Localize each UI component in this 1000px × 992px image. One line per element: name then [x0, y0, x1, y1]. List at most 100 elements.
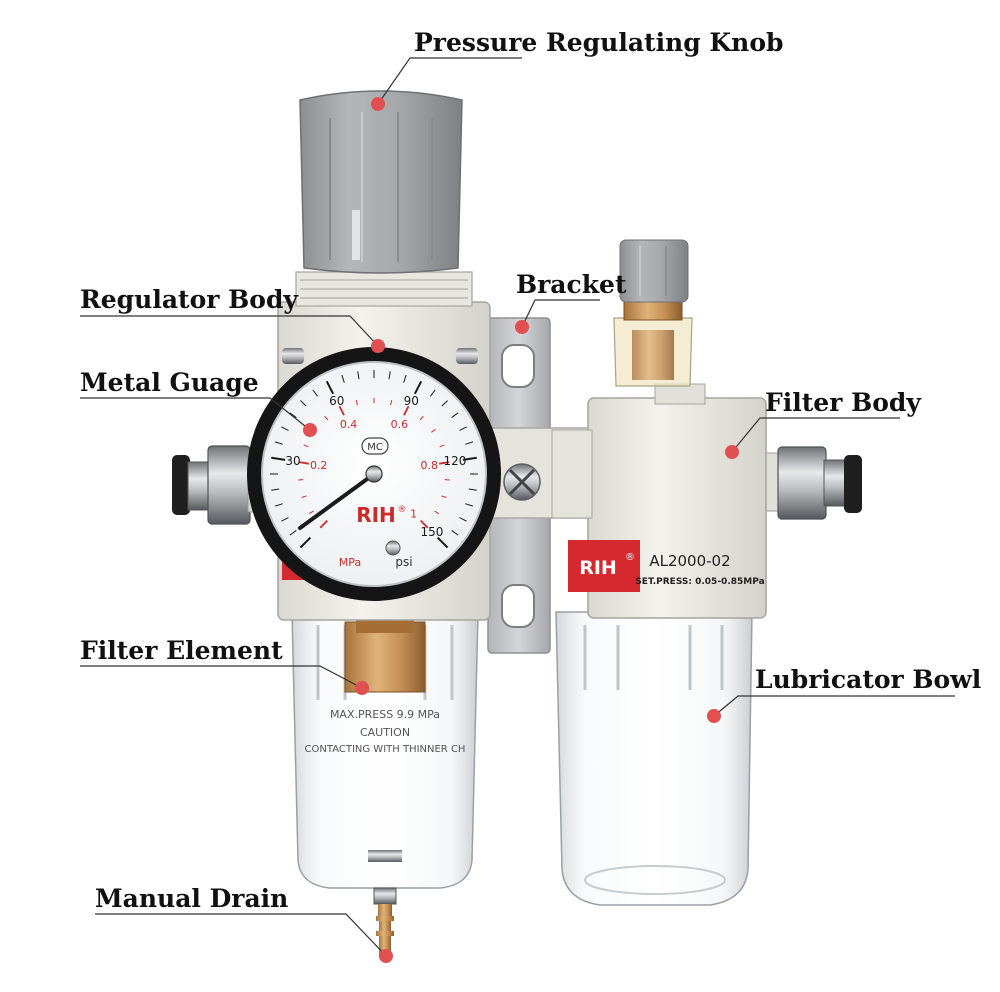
gauge-tick [430, 389, 436, 397]
leader-pressure-knob [377, 57, 522, 105]
gauge-mpa-tick [441, 495, 447, 498]
gauge-tick [289, 412, 297, 418]
gauge-tick [451, 412, 459, 418]
gauge-mpa-tick [324, 415, 329, 421]
gauge-mpa-tick [403, 405, 410, 416]
gauge-needle [298, 472, 376, 530]
gauge-mpa-label: 0.8 [421, 459, 439, 472]
lubricator-model: AL2000-02 [649, 552, 730, 570]
callout-regulator-body: Regulator Body [80, 285, 298, 314]
gauge-tick [281, 426, 289, 431]
gauge-tick [441, 400, 448, 407]
gauge-psi-label: 90 [404, 394, 419, 408]
bowl-text-1: MAX.PRESS 9.9 MPa [330, 708, 440, 721]
gauge-psi-labels: 30 60 90 120 150 [285, 394, 466, 539]
lubricator-bowl [555, 611, 753, 906]
bowl-text-3: CONTACTING WITH THINNER CH [305, 744, 466, 755]
gauge-mpa-tick [439, 444, 445, 448]
gauge-mpa-label: 0.4 [340, 418, 358, 431]
right-push-fitting [761, 446, 862, 520]
gauge-psi-label: 60 [329, 394, 344, 408]
gauge-tick [403, 374, 407, 383]
gauge-tick [468, 488, 477, 491]
leader-manual-drain [95, 913, 387, 957]
gauge-brand-mark: ® [398, 505, 407, 515]
gauge-tick [271, 488, 280, 491]
gauge-tick [312, 389, 318, 397]
marker-dots [303, 97, 739, 963]
marker-bracket [515, 320, 529, 334]
lubricator-brand-mark: ® [625, 552, 635, 563]
lubricator-brand: RIH [579, 557, 617, 579]
marker-lubricator-bowl [707, 709, 721, 723]
gauge-tick [325, 380, 335, 395]
marker-regulator-body [371, 339, 385, 353]
gauge-tick [465, 441, 474, 445]
marker-manual-drain [379, 949, 393, 963]
gauge-mpa-tick [420, 520, 429, 529]
callout-filter-element: Filter Element [80, 636, 283, 665]
gauge-mpa-tick [338, 405, 345, 416]
gauge-psi-label: 120 [444, 454, 467, 468]
leader-regulator-body [80, 315, 379, 347]
marker-pressure-knob [371, 97, 385, 111]
gauge-mpa-tick [301, 495, 307, 498]
marker-filter-element [355, 681, 369, 695]
gauge-tick [465, 503, 474, 507]
gauge-tick [462, 456, 477, 461]
lubricator-set-press: SET.PRESS: 0.05-0.85MPa [635, 577, 764, 587]
gauge-mpa-tick [439, 461, 450, 465]
oil-sight-dome [613, 239, 706, 405]
gauge-tick [341, 374, 345, 383]
gauge-tick [274, 441, 283, 445]
leader-bracket [521, 299, 600, 328]
gauge-tick [451, 530, 459, 536]
gauge-tick [413, 380, 423, 395]
leader-lines [80, 57, 955, 957]
gauge-tick [357, 371, 360, 380]
gauge-brand: RIH [356, 503, 396, 527]
gauge-mpa-tick [434, 510, 440, 515]
gauge-tick [299, 536, 312, 549]
pressure-knob [299, 90, 463, 274]
callout-bracket: Bracket [516, 270, 627, 299]
gauge-center-mark: MC [367, 442, 383, 453]
gauge-tick [281, 517, 289, 522]
gauge-mpa-label: 1 [410, 508, 417, 521]
gauge-mpa-tick [303, 444, 309, 448]
gauge-unit-psi: psi [395, 555, 412, 569]
bowl-text-2: CAUTION [360, 726, 410, 739]
gauge-mpa-tick [355, 399, 358, 406]
filter-bowl: MAX.PRESS 9.9 MPa CAUTION CONTACTING WIT… [291, 614, 479, 889]
manual-drain [373, 887, 397, 956]
gauge-tick [388, 371, 391, 380]
callout-metal-gauge: Metal Guage [80, 368, 259, 397]
callout-lubricator-bowl: Lubricator Bowl [755, 665, 982, 694]
gauge-mpa-tick [431, 428, 436, 433]
gauge-mpa-tick [419, 415, 424, 421]
gauge-tick [459, 517, 467, 522]
leader-filter-body [731, 417, 900, 453]
callout-manual-drain: Manual Drain [95, 884, 289, 913]
gauge-tick [459, 426, 467, 431]
leader-metal-gauge [80, 397, 311, 431]
gauge-mpa-tick [298, 461, 309, 465]
gauge-mpa-label: 0.2 [310, 459, 328, 472]
gauge-ticks [270, 370, 478, 549]
gauge-unit-mpa: MPa [339, 556, 361, 569]
gauge-tick [436, 536, 449, 549]
gauge-psi-label: 150 [421, 525, 444, 539]
marker-metal-gauge [303, 423, 317, 437]
gauge-tick [300, 400, 307, 407]
callout-pressure-knob: Pressure Regulating Knob [414, 28, 784, 57]
callout-filter-body: Filter Body [765, 388, 921, 417]
gauge-psi-label: 30 [285, 454, 300, 468]
gauge-tick [274, 503, 283, 507]
marker-filter-body [725, 445, 739, 459]
gauge-mpa-tick [319, 520, 328, 529]
gauge-tick [289, 530, 297, 536]
